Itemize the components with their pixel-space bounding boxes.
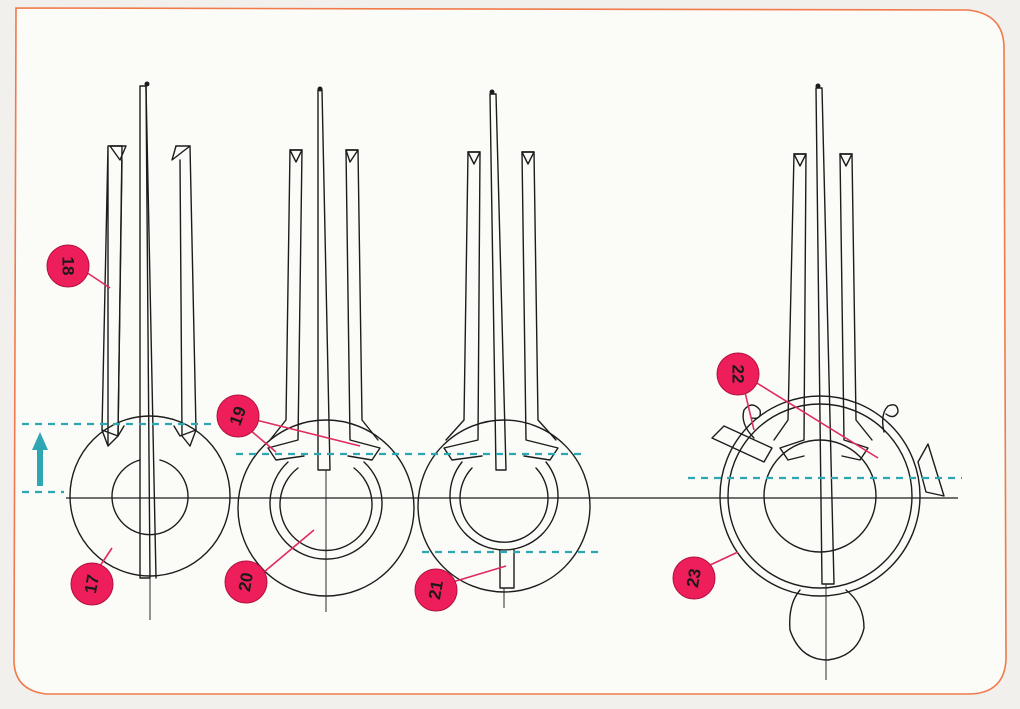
arrow-up-icon bbox=[32, 432, 48, 486]
svg-text:22: 22 bbox=[729, 365, 748, 384]
label-20: 20 bbox=[224, 560, 268, 604]
label-22: 22 bbox=[716, 352, 760, 396]
leader-22 bbox=[751, 379, 879, 459]
leader-22b bbox=[743, 387, 755, 431]
hand-variant-17 bbox=[69, 81, 231, 620]
leader-21 bbox=[445, 565, 507, 585]
leader-23 bbox=[707, 551, 739, 567]
leader-20 bbox=[263, 529, 315, 573]
svg-text:21: 21 bbox=[425, 579, 447, 601]
leader-18 bbox=[85, 271, 111, 289]
svg-text:18: 18 bbox=[59, 257, 78, 276]
svg-text:17: 17 bbox=[81, 573, 103, 595]
hand-variant-20 bbox=[237, 86, 415, 612]
label-17: 17 bbox=[70, 562, 114, 606]
hand-variant-21 bbox=[417, 89, 591, 608]
leader-19 bbox=[255, 419, 361, 447]
svg-text:20: 20 bbox=[235, 571, 257, 593]
label-21: 21 bbox=[414, 568, 458, 612]
hand-variant-23 bbox=[711, 83, 945, 680]
label-23: 23 bbox=[672, 556, 716, 600]
paper-card bbox=[13, 7, 1007, 695]
label-19: 19 bbox=[216, 394, 260, 438]
svg-text:23: 23 bbox=[683, 567, 705, 589]
label-18: 18 bbox=[46, 244, 90, 288]
leader-19b bbox=[249, 429, 277, 453]
